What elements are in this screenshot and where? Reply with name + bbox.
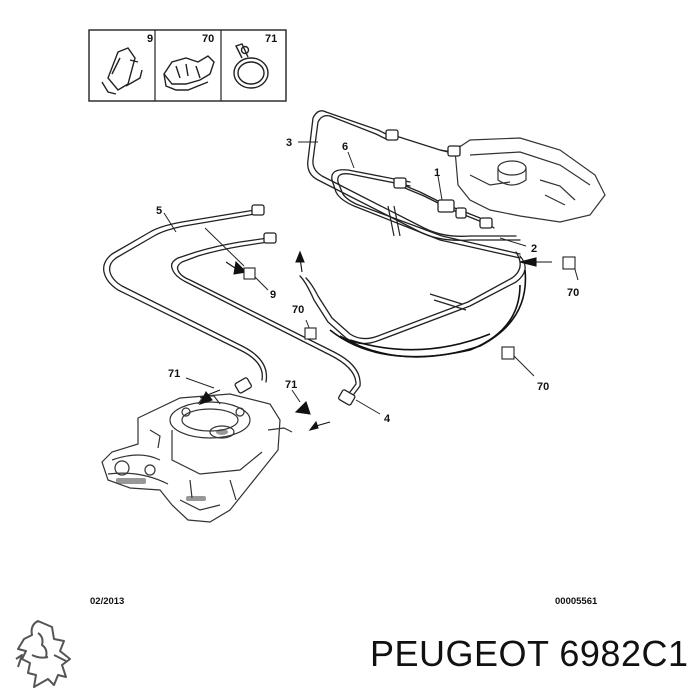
clip-marker-70-mid	[304, 327, 317, 340]
callout-70-mid: 70	[292, 304, 304, 316]
callout-71-left: 71	[168, 368, 180, 380]
legend-num-9: 9	[147, 33, 153, 45]
pipe-fittings	[234, 129, 493, 406]
flow-arrows	[198, 250, 552, 431]
fuel-tank	[454, 137, 606, 223]
callout-9: 9	[270, 289, 276, 301]
clip-marker-70-low	[501, 346, 515, 360]
callout-3: 3	[286, 137, 292, 149]
pipe-clip-icon	[163, 55, 215, 91]
callout-70-low: 70	[537, 381, 549, 393]
callout-boxes	[243, 256, 576, 360]
callout-numbers: 1 2 3 4 5 6 9 70 70 70 71 71	[156, 137, 579, 425]
diagram-reference: 00005561	[555, 596, 598, 607]
hose-clip-icon	[101, 47, 143, 95]
callout-leaders	[163, 141, 579, 415]
peugeot-lion-logo	[15, 620, 71, 688]
callout-4: 4	[384, 413, 391, 425]
fuel-pipes	[103, 110, 526, 395]
callout-71-right: 71	[285, 379, 297, 391]
callout-1: 1	[434, 167, 440, 179]
legend-num-70: 70	[202, 33, 214, 45]
parts-legend-box: 9 70 71	[88, 29, 287, 102]
diagram-date: 02/2013	[90, 596, 124, 607]
brand-part-number: PEUGEOT 6982C1	[370, 633, 689, 674]
throttle-shading	[116, 429, 228, 501]
throttle-body-unit	[101, 393, 293, 523]
callout-2: 2	[531, 243, 537, 255]
legend-num-71: 71	[265, 33, 277, 45]
clip-marker-9	[243, 267, 256, 280]
callout-6: 6	[342, 141, 348, 153]
clip-marker-70-right	[562, 256, 576, 270]
callout-70-right: 70	[567, 287, 579, 299]
hose-bundle	[329, 269, 527, 358]
callout-5: 5	[156, 205, 162, 217]
break-marks	[387, 205, 467, 311]
hose-clamp-icon	[233, 43, 269, 89]
